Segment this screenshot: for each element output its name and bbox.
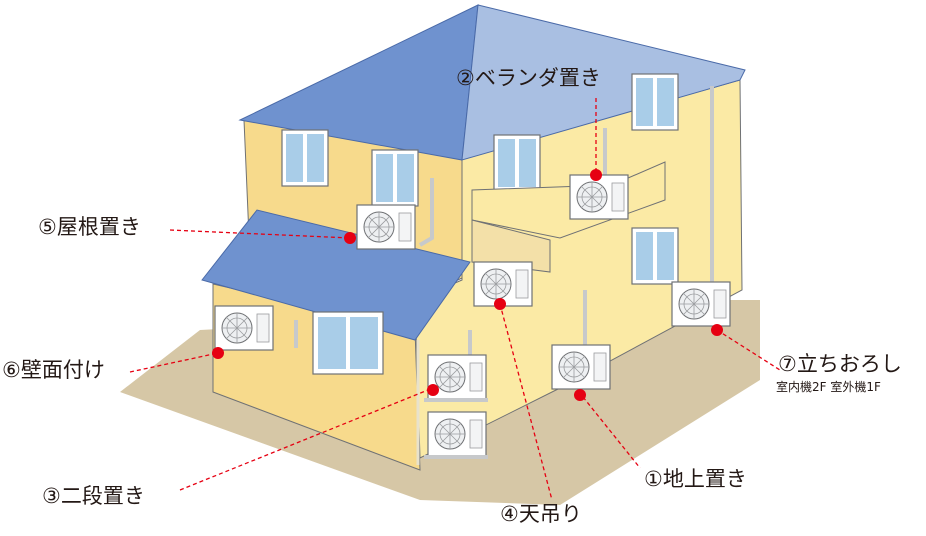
marker-two-tier	[427, 384, 439, 396]
label-roof: ⑤屋根置き	[38, 215, 141, 239]
label-drop-title: ⑦立ちおろし	[778, 352, 902, 376]
ac-unit-roof	[356, 204, 416, 250]
marker-ground	[574, 389, 586, 401]
ac-unit-wall	[214, 305, 274, 351]
ac-unit-ground	[551, 344, 611, 390]
window	[493, 134, 541, 192]
window	[371, 149, 419, 207]
roof-side	[461, 4, 746, 161]
label-ceiling: ④天吊り	[500, 502, 582, 526]
label-wall: ⑥壁面付け	[2, 358, 105, 382]
label-drop-note: 室内機2F 室外機1F	[776, 380, 881, 394]
window	[631, 73, 679, 131]
marker-roof	[344, 232, 356, 244]
window	[631, 227, 679, 285]
ac-unit-drop	[671, 281, 731, 327]
ac-unit-veranda	[569, 174, 629, 220]
marker-veranda	[590, 169, 602, 181]
label-ground: ①地上置き	[644, 467, 747, 491]
marker-wall	[212, 347, 224, 359]
veranda	[471, 161, 666, 239]
label-two-tier: ③二段置き	[42, 484, 145, 508]
window	[281, 129, 329, 187]
marker-drop	[711, 324, 723, 336]
label-veranda: ②ベランダ置き	[456, 66, 601, 90]
ac-unit-two-tier-bottom	[427, 411, 487, 457]
marker-ceiling	[494, 298, 506, 310]
